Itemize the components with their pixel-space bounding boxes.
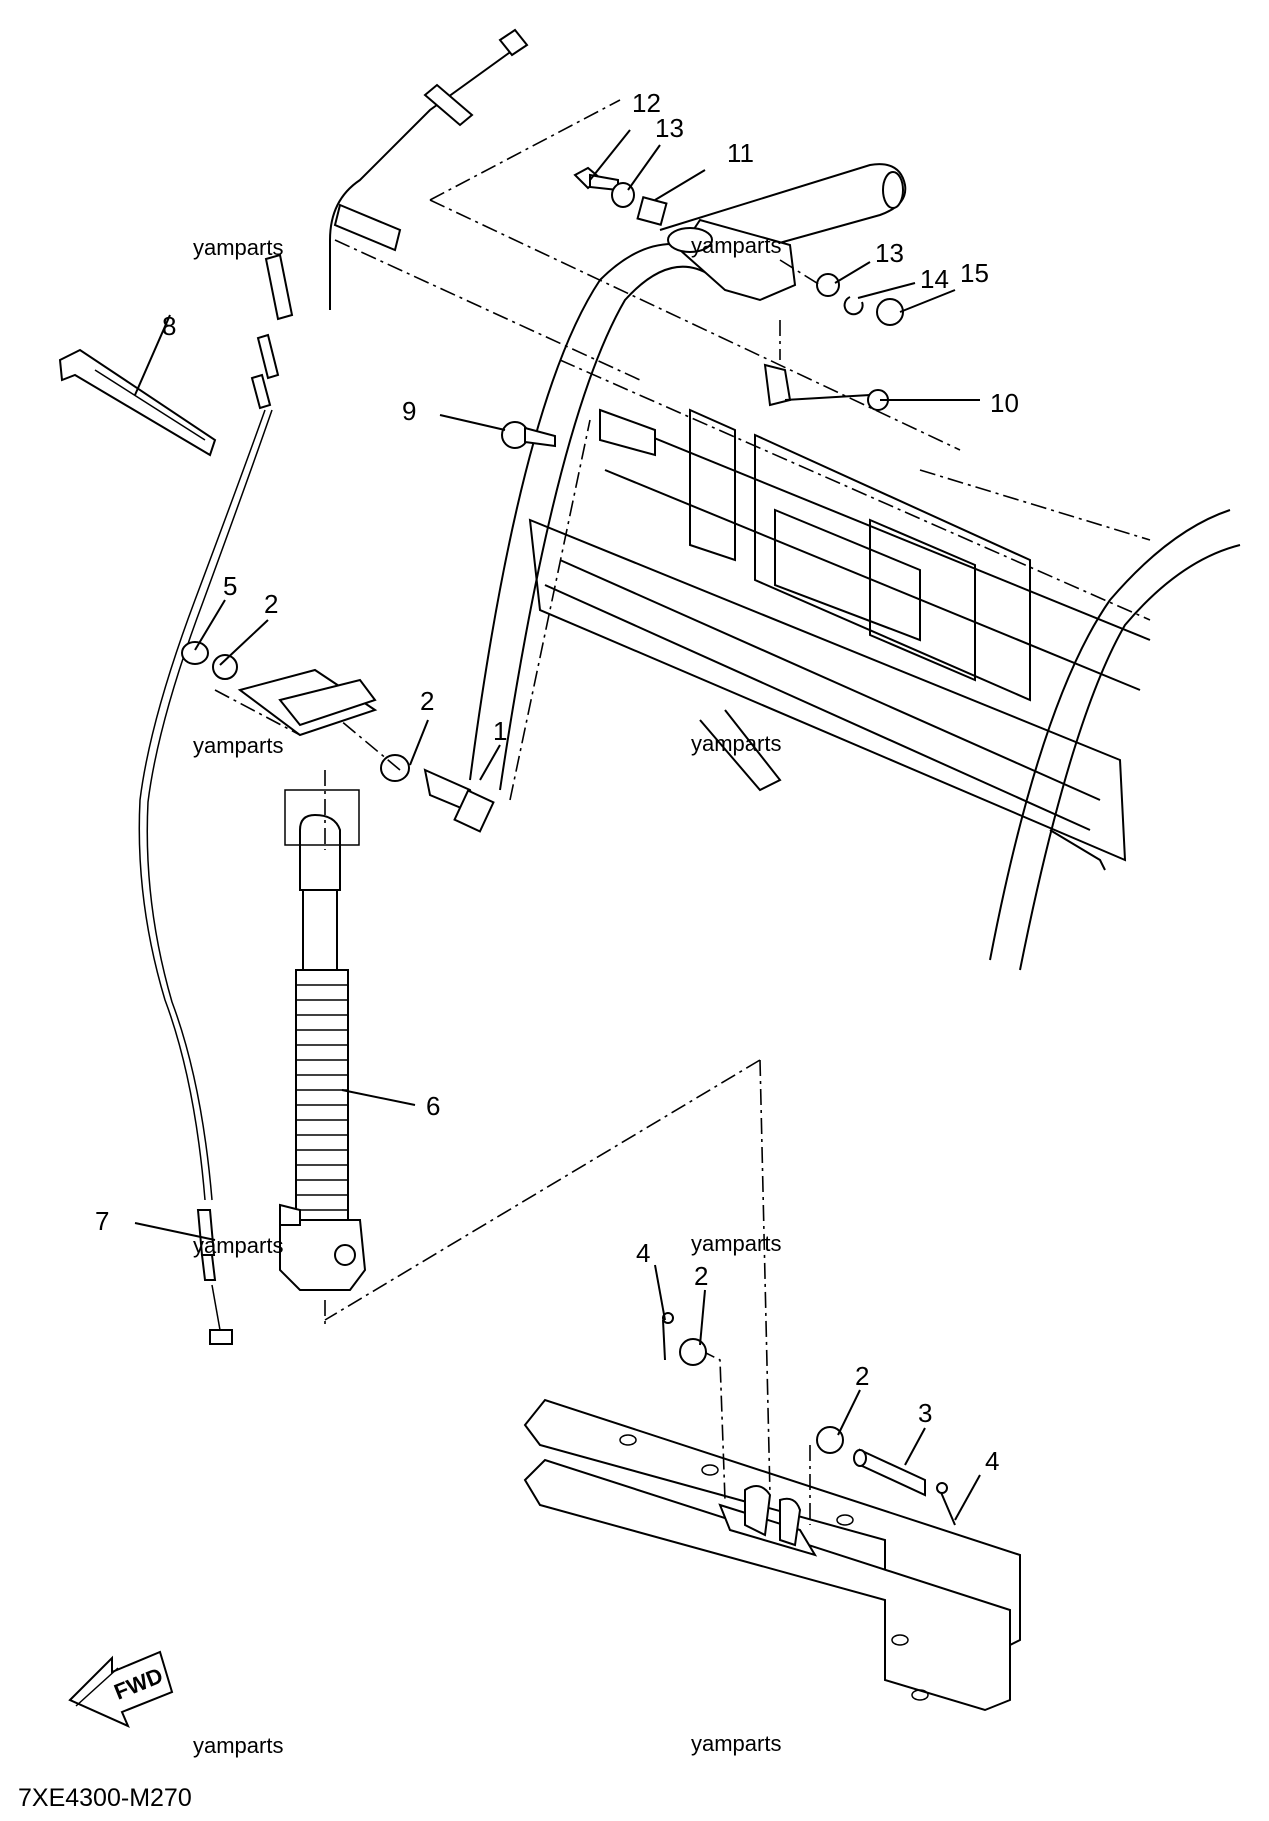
cable-tie <box>58 348 217 457</box>
callout-2: 2 <box>264 589 278 619</box>
callout-1: 1 <box>493 716 507 746</box>
callout-2: 2 <box>694 1261 708 1291</box>
callout-2: 2 <box>420 686 434 716</box>
upper-mount <box>181 641 495 833</box>
watermark: yamparts <box>691 233 781 258</box>
callout-14: 14 <box>920 264 949 294</box>
callout-2: 2 <box>855 1361 869 1391</box>
leader-lines <box>134 129 981 1521</box>
diagram-code: 7XE4300-M270 <box>18 1784 192 1812</box>
callout-15: 15 <box>960 258 989 288</box>
top-hardware <box>501 166 904 457</box>
callout-8: 8 <box>162 311 176 341</box>
fwd-arrow-icon: FWD <box>68 1650 174 1728</box>
watermark: yamparts <box>193 1733 283 1758</box>
callout-9: 9 <box>402 396 416 426</box>
mounting-plate <box>324 1059 1021 1712</box>
callout-labels: 1 2 2 2 2 3 4 4 5 6 7 8 9 10 11 12 13 13… <box>95 88 1019 1476</box>
watermark: yamparts <box>691 1231 781 1256</box>
watermark: yamparts <box>193 1233 283 1258</box>
control-cable <box>138 28 529 1345</box>
watermark: yamparts <box>691 1731 781 1756</box>
callout-6: 6 <box>426 1091 440 1121</box>
callout-7: 7 <box>95 1206 109 1236</box>
watermark: yamparts <box>193 733 283 758</box>
shock-absorber <box>279 770 367 1291</box>
callout-13: 13 <box>655 113 684 143</box>
watermark: yamparts <box>193 235 283 260</box>
watermark: yamparts <box>691 731 781 756</box>
callout-12: 12 <box>632 88 661 118</box>
watermarks: yamparts yamparts yamparts yamparts yamp… <box>193 233 781 1758</box>
callout-4: 4 <box>985 1446 999 1476</box>
callout-3: 3 <box>918 1398 932 1428</box>
callout-11: 11 <box>727 138 754 168</box>
callout-5: 5 <box>223 571 237 601</box>
callout-13: 13 <box>875 238 904 268</box>
callout-10: 10 <box>990 388 1019 418</box>
callout-4: 4 <box>636 1238 650 1268</box>
frame-assembly <box>334 99 1241 971</box>
